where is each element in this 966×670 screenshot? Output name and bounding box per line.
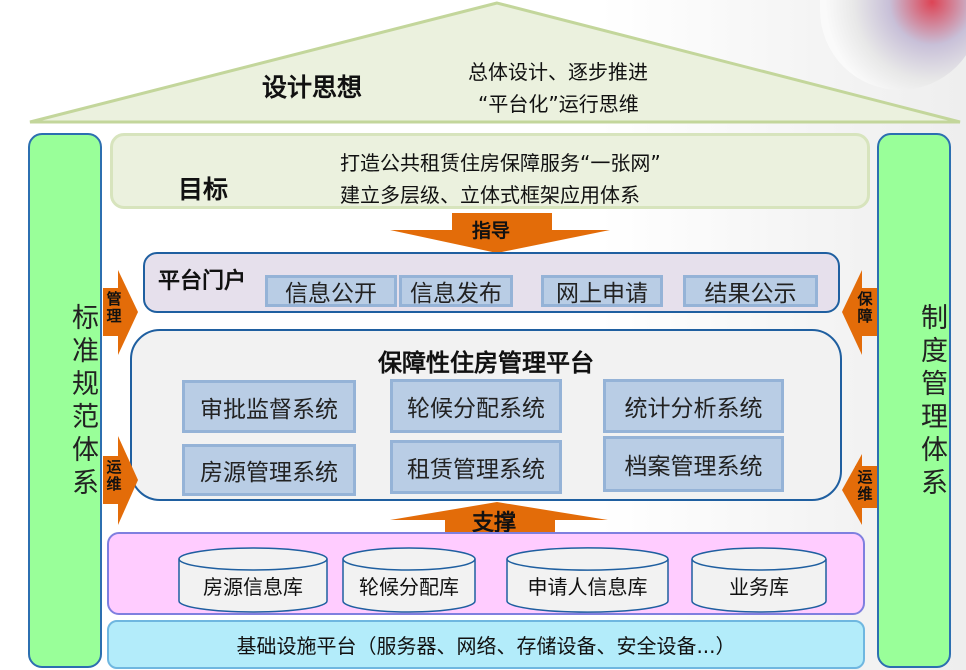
roof bbox=[29, 1, 961, 124]
system-item[interactable]: 房源管理系统 bbox=[182, 444, 356, 496]
right-pillar-label: 制度管理体系 bbox=[916, 303, 947, 501]
right-side-arrows bbox=[842, 270, 877, 525]
infrastructure-box: 基础设施平台（服务器、网络、存储设备、安全设备...） bbox=[107, 620, 865, 669]
database-item: 业务库 bbox=[691, 547, 827, 613]
left-ops-label: 运维 bbox=[106, 458, 122, 493]
support-label: 支撑 bbox=[472, 511, 517, 536]
roof-line-1: 总体设计、逐步推进 bbox=[468, 60, 648, 84]
guide-label: 指导 bbox=[472, 220, 511, 242]
database-label: 房源信息库 bbox=[203, 575, 303, 599]
right-guarantee-label: 保障 bbox=[857, 290, 873, 325]
roof-title: 设计思想 bbox=[262, 73, 363, 102]
portal-item[interactable]: 结果公示 bbox=[683, 275, 818, 307]
database-item: 轮候分配库 bbox=[342, 547, 476, 613]
right-ops-label: 运维 bbox=[857, 468, 873, 503]
portal-title: 平台门户 bbox=[158, 269, 247, 294]
system-item[interactable]: 审批监督系统 bbox=[182, 380, 356, 433]
left-pillar-label: 标准规范体系 bbox=[67, 303, 98, 501]
roof-line-2: “平台化”运行思维 bbox=[478, 92, 639, 116]
portal-item[interactable]: 信息公开 bbox=[265, 275, 397, 307]
database-item: 申请人信息库 bbox=[506, 547, 669, 613]
left-pillar: 标准规范体系 bbox=[28, 133, 102, 668]
system-item[interactable]: 统计分析系统 bbox=[603, 379, 784, 433]
portal-item[interactable]: 网上申请 bbox=[541, 275, 663, 307]
database-label: 申请人信息库 bbox=[527, 575, 648, 599]
goal-box bbox=[110, 133, 870, 209]
infrastructure-label: 基础设施平台（服务器、网络、存储设备、安全设备...） bbox=[236, 634, 736, 658]
goal-line-2: 建立多层级、立体式框架应用体系 bbox=[340, 183, 640, 207]
goal-title: 目标 bbox=[178, 175, 229, 204]
database-label: 业务库 bbox=[729, 575, 789, 599]
right-pillar: 制度管理体系 bbox=[877, 133, 951, 668]
system-item[interactable]: 档案管理系统 bbox=[603, 436, 784, 492]
platform-title: 保障性住房管理平台 bbox=[378, 349, 594, 377]
database-item: 房源信息库 bbox=[178, 547, 328, 613]
support-arrow bbox=[390, 502, 608, 537]
guide-arrow bbox=[390, 213, 610, 253]
database-label: 轮候分配库 bbox=[359, 575, 459, 599]
left-manage-label: 管理 bbox=[106, 290, 122, 325]
portal-item[interactable]: 信息发布 bbox=[399, 275, 513, 307]
goal-line-1: 打造公共租赁住房保障服务“一张网” bbox=[340, 151, 661, 175]
system-item[interactable]: 租赁管理系统 bbox=[390, 440, 562, 494]
system-item[interactable]: 轮候分配系统 bbox=[390, 379, 562, 433]
left-side-arrows bbox=[103, 270, 138, 525]
